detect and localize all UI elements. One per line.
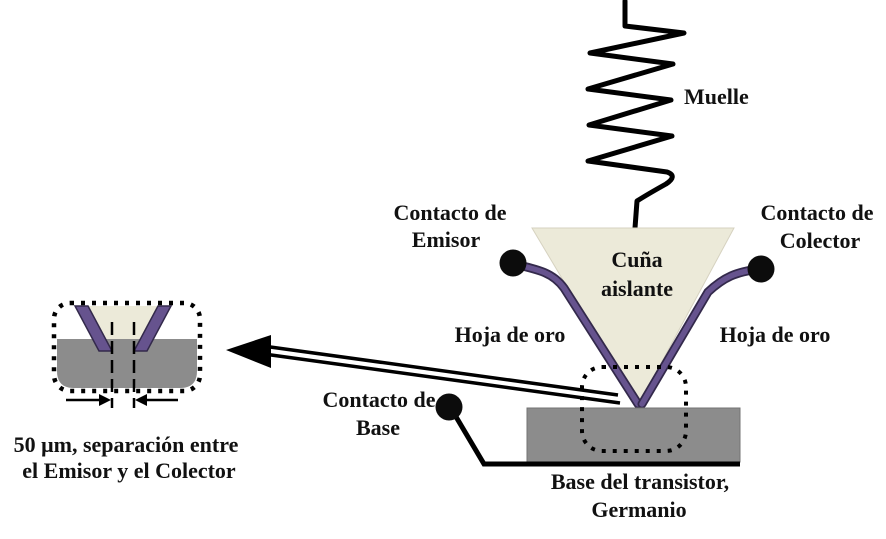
label-spring: Muelle [684, 84, 749, 109]
inset-gap-arrow-right [135, 394, 178, 406]
base-contact-wire [449, 408, 740, 467]
magnifier-arrow-head [226, 335, 271, 368]
label-base-contact-line2: Base [356, 415, 400, 440]
label-germanium-base-line1: Base del transistor, [551, 469, 729, 494]
inset-gap-arrow-left [66, 394, 111, 406]
label-collector-contact-line2: Colector [780, 228, 861, 253]
label-emitter-contact-line2: Emisor [412, 227, 481, 252]
label-gold-foil-right: Hoja de oro [720, 322, 831, 347]
label-germanium-base-line2: Germanio [591, 497, 686, 522]
collector-contact-dot [747, 255, 775, 283]
base-contact-dot [435, 393, 463, 421]
label-inset-caption-line1: 50 μm, separación entre [14, 432, 239, 457]
magnifier-arrow-shaft-bottom [263, 352, 621, 405]
label-insulating-wedge-line1: Cuña [611, 247, 662, 272]
magnifier-arrow [226, 335, 621, 405]
contact-region-dotted-outline [580, 365, 688, 453]
inset-germanium [57, 339, 197, 388]
inset-detail [51, 300, 203, 408]
magnifier-arrow-shaft-top [262, 344, 619, 397]
label-inset-caption-line2: el Emisor y el Colector [22, 458, 236, 483]
emitter-contact-dot [499, 249, 527, 277]
spring-coil [585, 0, 687, 231]
label-collector-contact-line1: Contacto de [760, 200, 873, 225]
inset-dotted-outline [51, 300, 203, 394]
germanium-base-rect [526, 407, 741, 463]
label-insulating-wedge-line2: aislante [601, 276, 673, 301]
inset-wire-right [132, 305, 173, 352]
label-emitter-contact-line1: Contacto de [393, 200, 506, 225]
label-gold-foil-left: Hoja de oro [455, 322, 566, 347]
label-base-contact-line1: Contacto de [322, 387, 435, 412]
